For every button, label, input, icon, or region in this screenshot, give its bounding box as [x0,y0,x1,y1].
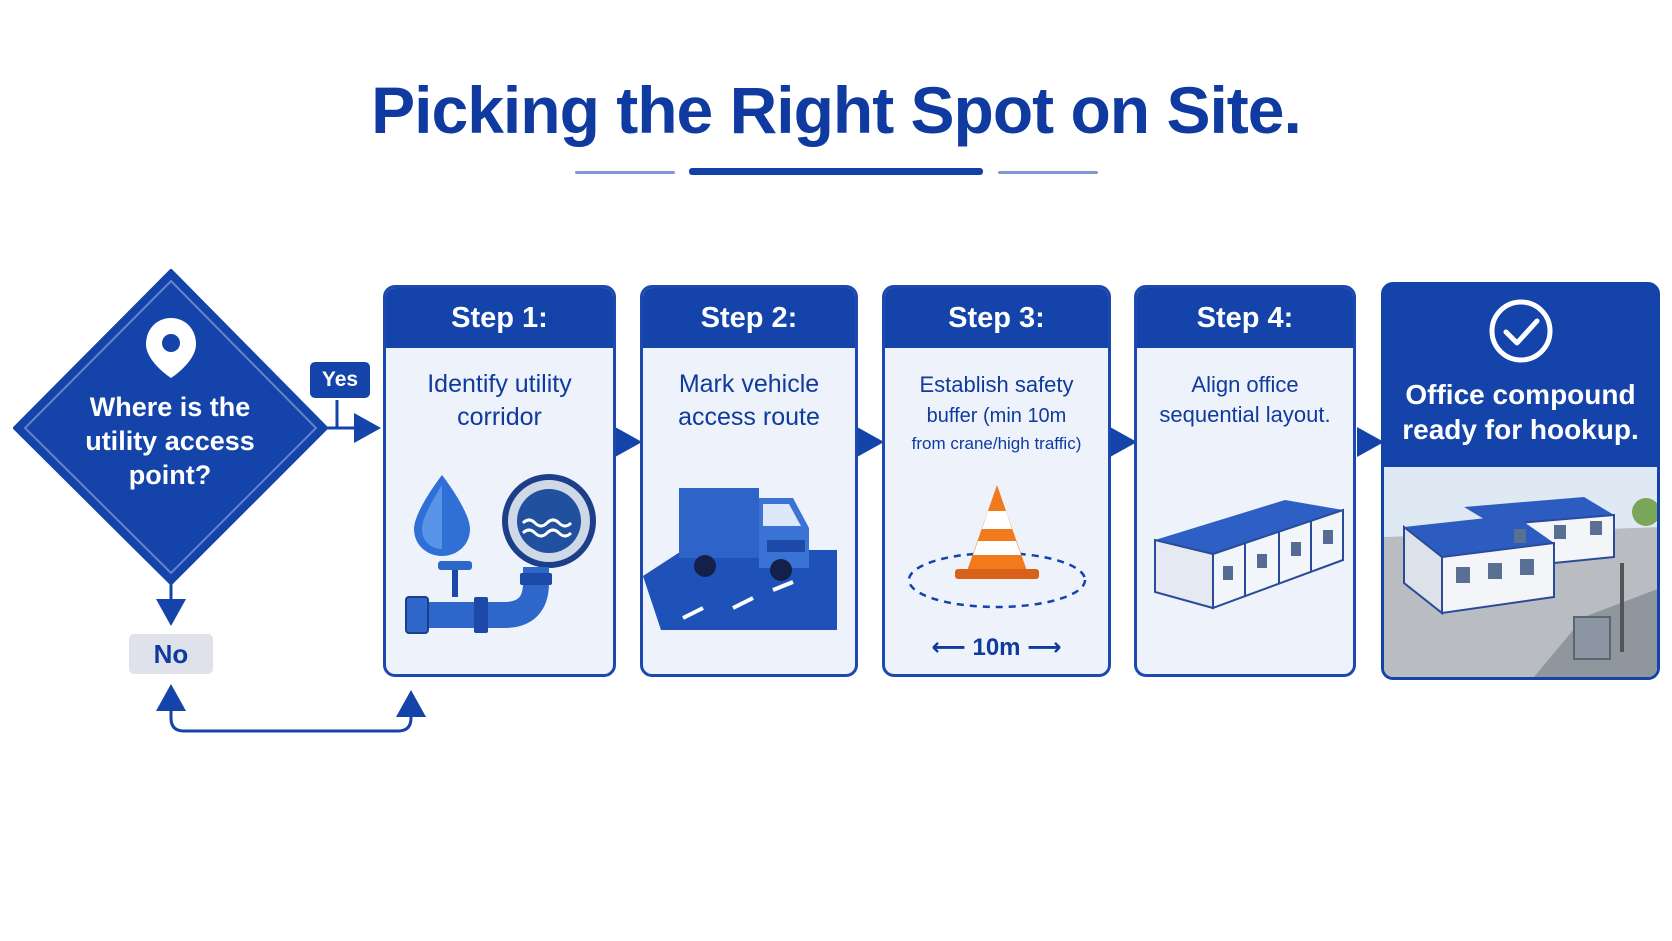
step-3-text-line3: from crane/high traffic) [911,434,1082,453]
final-card: Office compound ready for hookup. [1381,282,1660,680]
step-4-text: Align office sequential layout. [1159,372,1331,427]
distance-arrow-right: ⟶ [1020,634,1062,661]
no-badge: No [129,634,213,674]
step-2-header: Step 2: [643,288,855,348]
final-text: Office compound ready for hookup. [1402,379,1639,445]
step-1-text: Identify utility corridor [427,370,572,431]
office-modules-icon [1154,500,1344,610]
step-3-text-line2: buffer (min 10m [926,405,1067,427]
step-1-header: Step 1: [386,288,613,348]
step-3-card: Step 3: Establish safety buffer (min 10m… [882,285,1111,677]
distance-indicator: ⟵ 10m ⟶ [885,633,1108,662]
traffic-cone-icon [907,485,1087,609]
loop-back-connector [169,690,426,733]
step-4-header: Step 4: [1137,288,1353,348]
step-2-text: Mark vehicle access route [678,370,820,431]
step-3-header: Step 3: [885,288,1108,348]
decision-question: Where is the utility access point? [85,392,255,490]
title-underline-left [575,171,675,174]
check-circle-icon [1489,299,1553,363]
step-3-text: Establish safety buffer (min 10m from cr… [885,348,1108,457]
step-4-card: Step 4: Align office sequential layout. [1134,285,1356,677]
step-1-card: Step 1: Identify utility corridor [383,285,616,677]
office-compound-image [1384,467,1657,677]
page-title: Picking the Right Spot on Site. [371,73,1302,147]
title-underline-main [689,168,983,175]
location-pin-icon [146,318,196,378]
truck-icon [643,488,837,630]
step-2-card: Step 2: Mark vehicle access route [640,285,858,677]
yes-badge: Yes [310,362,370,398]
distance-label: 10m [972,634,1021,661]
title-underline-right [998,171,1098,174]
water-utility-icon [405,474,596,634]
distance-arrow-left: ⟵ [931,634,973,661]
yes-connector [335,400,381,443]
step-3-text-line1: Establish safety [919,372,1074,397]
